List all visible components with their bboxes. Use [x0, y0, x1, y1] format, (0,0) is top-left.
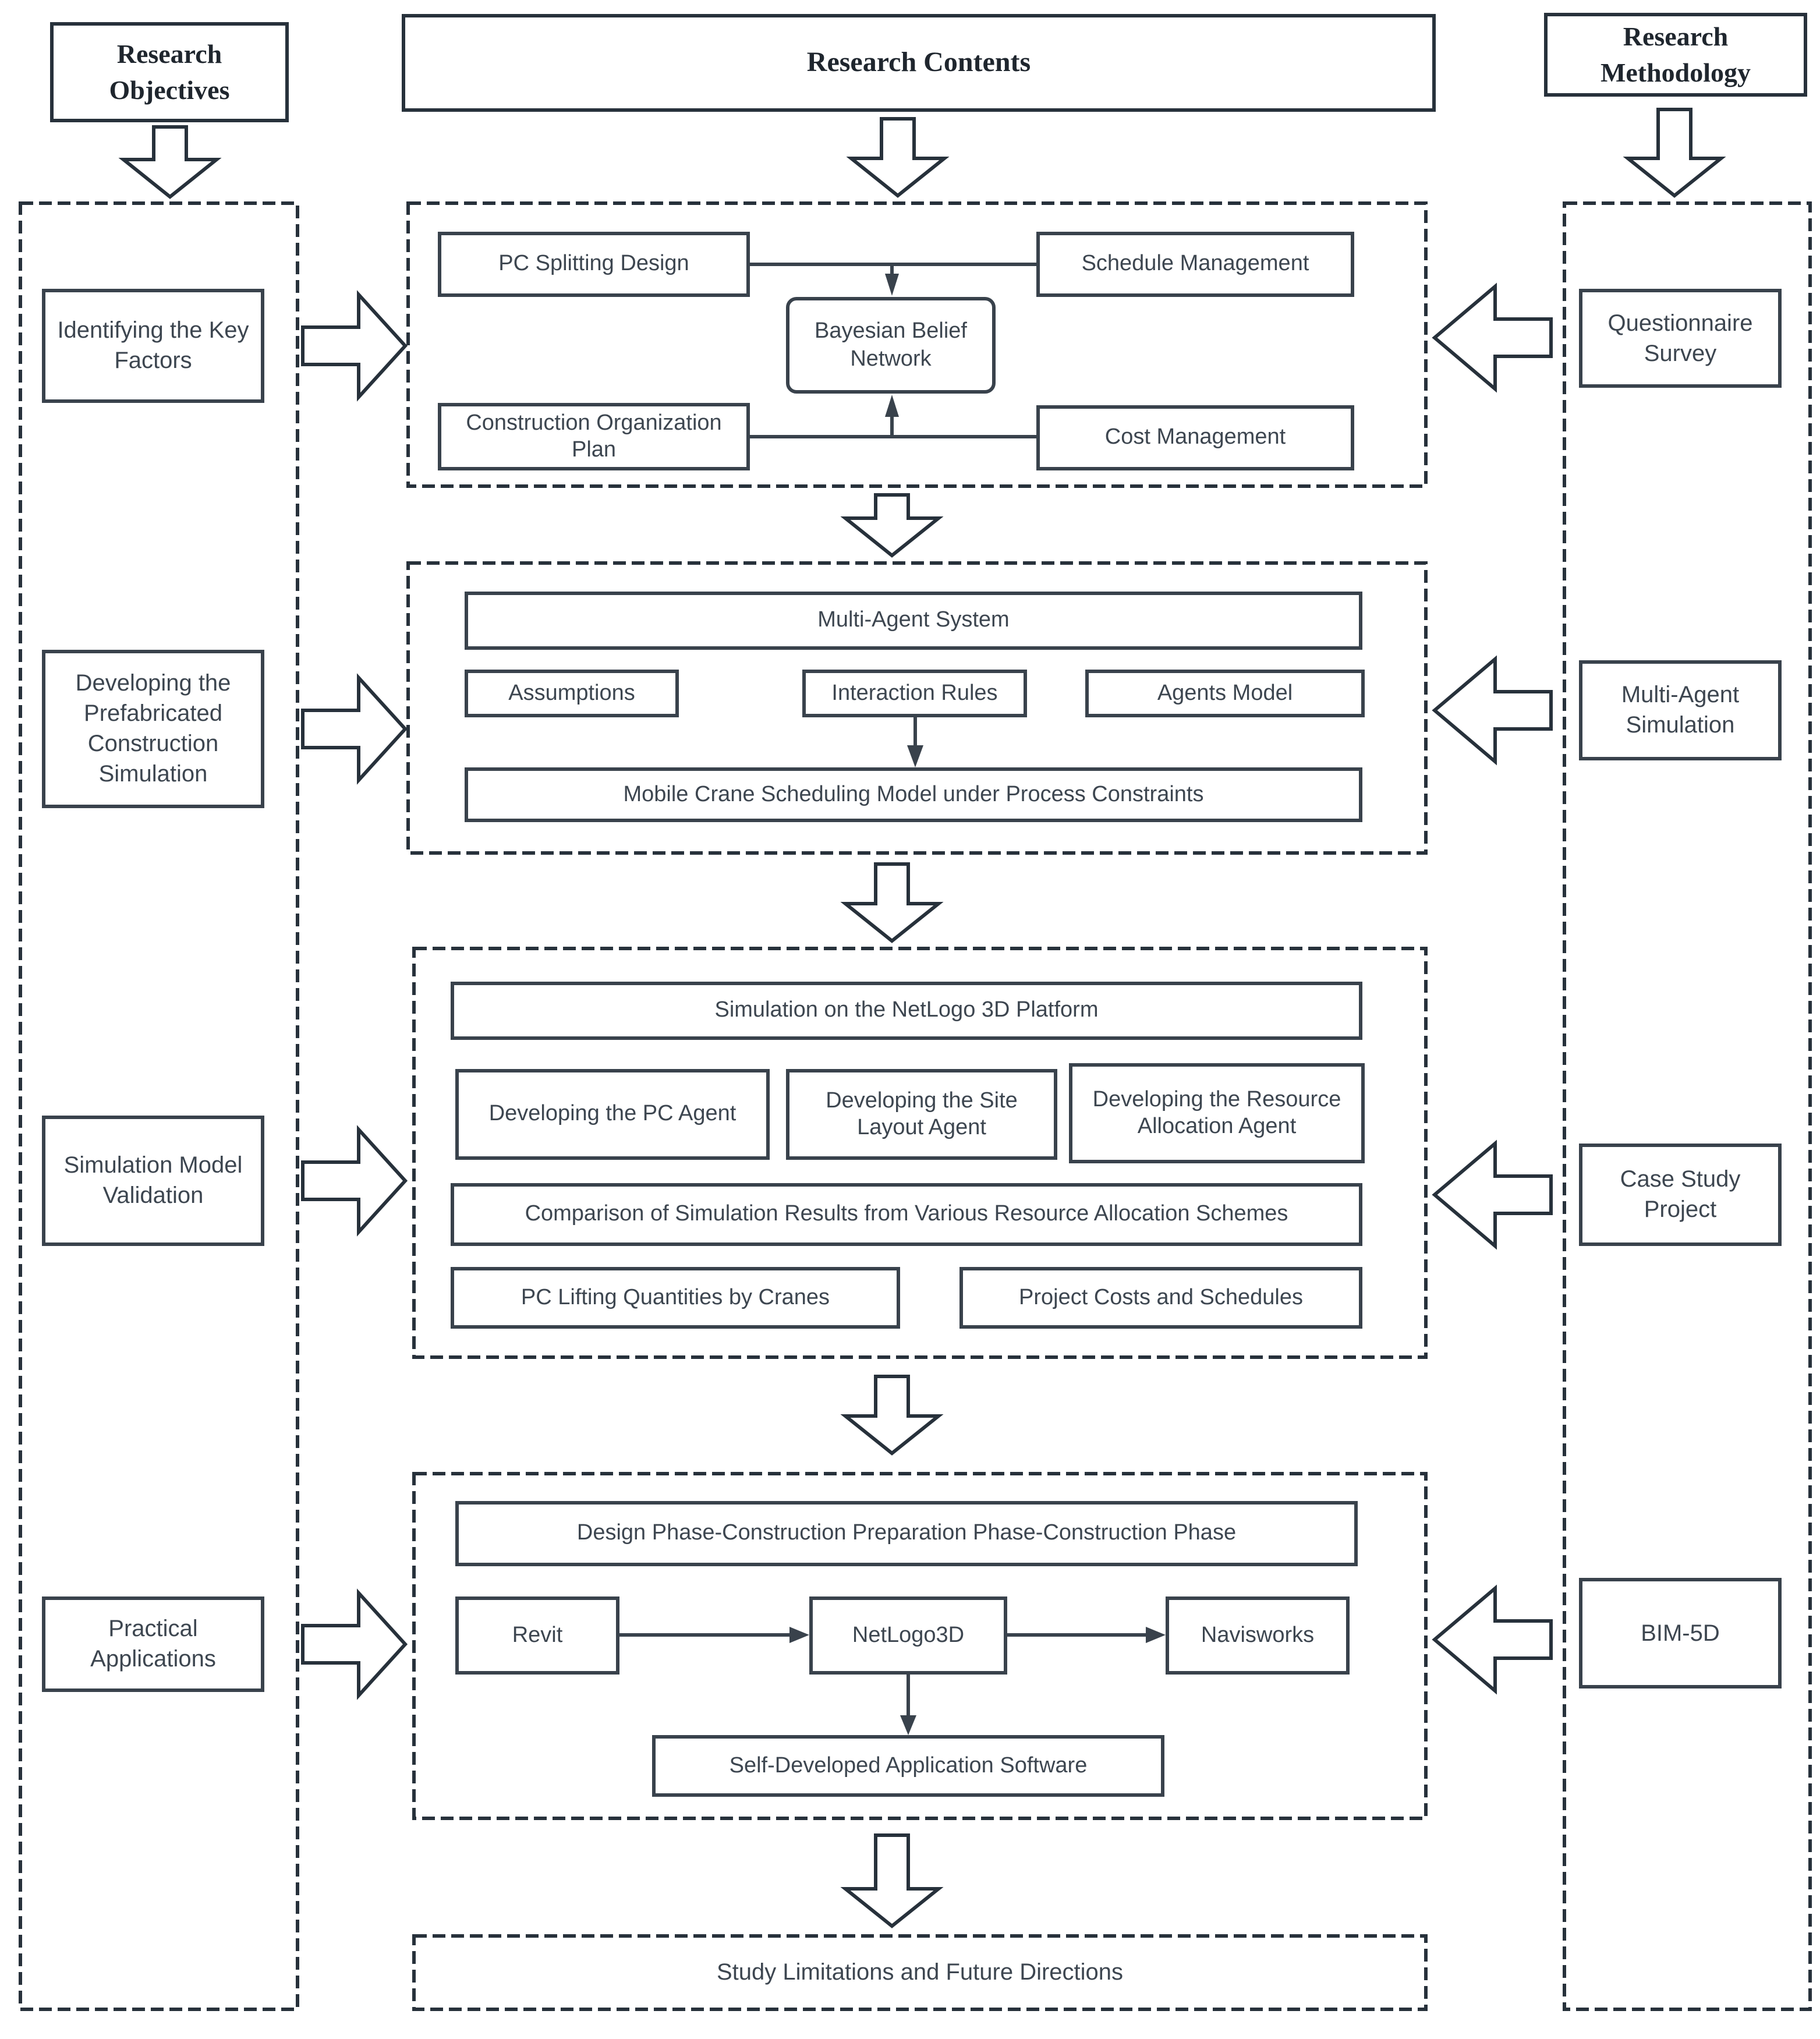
objective-label: Simulation Model Validation [63, 1153, 243, 1209]
node-assumptions: Assumptions [465, 670, 679, 717]
node-developing-pc-agent: Developing the PC Agent [455, 1069, 770, 1160]
node-label: Self-Developed Application Software [729, 1753, 1088, 1778]
node-mobile-crane-scheduling-model: Mobile Crane Scheduling Model under Proc… [465, 767, 1362, 822]
node-construction-organization-plan: Construction Organization Plan [438, 403, 750, 470]
contents-section2-frame [406, 561, 1428, 855]
node-label: PC Lifting Quantities by Cranes [520, 1285, 830, 1310]
section4-connector-lines [619, 1627, 1166, 1735]
header-research-methodology-label: Research Methodology [1600, 22, 1751, 87]
node-label: NetLogo3D [852, 1623, 965, 1648]
node-schedule-management: Schedule Management [1036, 232, 1354, 297]
node-label: Mobile Crane Scheduling Model under Proc… [623, 782, 1204, 807]
down-arrow-icon [840, 862, 944, 943]
method-bim-5d: BIM-5D [1579, 1578, 1782, 1688]
node-label: Bayesian Belief Network [815, 319, 967, 371]
method-label: Multi-Agent Simulation [1621, 682, 1740, 738]
right-arrow-icon [301, 1125, 408, 1237]
node-label: Comparison of Simulation Results from Va… [525, 1202, 1288, 1227]
contents-section5-frame [412, 1934, 1428, 2011]
node-label: Construction Organization Plan [466, 410, 722, 462]
left-arrow-icon [1432, 655, 1553, 766]
node-label: Agents Model [1157, 681, 1293, 706]
node-cost-management: Cost Management [1036, 405, 1354, 470]
contents-section1-frame [406, 201, 1428, 488]
node-label: Assumptions [508, 681, 635, 706]
node-label: Interaction Rules [831, 681, 998, 706]
down-arrow-icon [1623, 108, 1726, 198]
node-label: Multi-Agent System [817, 608, 1010, 633]
node-netlogo3d: NetLogo3D [809, 1596, 1007, 1675]
node-label: Developing the PC Agent [488, 1102, 737, 1127]
down-arrow-icon [846, 117, 950, 198]
objectives-column-frame [19, 201, 299, 2011]
node-comparison-of-simulation-results: Comparison of Simulation Results from Va… [451, 1183, 1362, 1246]
methodology-column-frame [1563, 201, 1812, 2011]
right-arrow-icon [301, 1588, 408, 1700]
contents-section4-frame [412, 1472, 1428, 1820]
node-developing-resource-allocation-agent: Developing the Resource Allocation Agent [1069, 1063, 1365, 1163]
objective-simulation-model-validation: Simulation Model Validation [42, 1116, 264, 1246]
header-research-objectives-label: Research Objectives [109, 39, 230, 105]
left-arrow-icon [1432, 282, 1553, 393]
down-arrow-icon [840, 493, 944, 558]
node-label: Design Phase-Construction Preparation Ph… [576, 1521, 1237, 1546]
method-multi-agent-simulation: Multi-Agent Simulation [1579, 660, 1782, 760]
node-study-limitations: Study Limitations and Future Directions [412, 1934, 1428, 2011]
header-research-methodology: Research Methodology [1544, 13, 1807, 97]
node-interaction-rules: Interaction Rules [802, 670, 1027, 717]
method-questionnaire-survey: Questionnaire Survey [1579, 289, 1782, 388]
node-label: PC Splitting Design [498, 252, 689, 277]
contents-section3-frame [412, 947, 1428, 1359]
method-label: BIM-5D [1641, 1620, 1720, 1646]
down-arrow-icon [840, 1375, 944, 1456]
node-self-developed-application-software: Self-Developed Application Software [652, 1735, 1164, 1797]
objective-practical-applications: Practical Applications [42, 1596, 264, 1692]
down-arrow-icon [840, 1833, 944, 1928]
objective-label: Practical Applications [90, 1616, 216, 1672]
node-label: Study Limitations and Future Directions [716, 1959, 1124, 1985]
node-project-costs-and-schedules: Project Costs and Schedules [959, 1267, 1362, 1329]
node-label: Schedule Management [1081, 252, 1309, 277]
node-bayesian-belief-network: Bayesian Belief Network [786, 297, 996, 394]
section1-connector-lines [750, 263, 1036, 438]
objective-label: Developing the Prefabricated Constructio… [75, 671, 231, 787]
down-arrow-icon [118, 125, 222, 199]
method-label: Case Study Project [1620, 1167, 1741, 1223]
left-arrow-icon [1432, 1584, 1553, 1695]
node-revit: Revit [455, 1596, 619, 1675]
objective-identifying-key-factors: Identifying the Key Factors [42, 289, 264, 403]
node-pc-lifting-quantities: PC Lifting Quantities by Cranes [451, 1267, 900, 1329]
method-label: Questionnaire Survey [1607, 310, 1753, 366]
node-multi-agent-system: Multi-Agent System [465, 592, 1362, 650]
node-label: Navisworks [1201, 1623, 1315, 1648]
header-research-contents-label: Research Contents [806, 47, 1031, 78]
header-research-contents: Research Contents [402, 14, 1436, 112]
node-agents-model: Agents Model [1085, 670, 1365, 717]
node-label: Developing the Resource Allocation Agent [1092, 1087, 1341, 1139]
node-pc-splitting-design: PC Splitting Design [438, 232, 750, 297]
method-case-study-project: Case Study Project [1579, 1144, 1782, 1246]
node-navisworks: Navisworks [1166, 1596, 1350, 1675]
node-developing-site-layout-agent: Developing the Site Layout Agent [786, 1069, 1057, 1160]
node-label: Project Costs and Schedules [1019, 1285, 1303, 1310]
right-arrow-icon [301, 673, 408, 785]
node-label: Revit [512, 1623, 563, 1648]
section2-connector-lines [907, 717, 923, 767]
node-label: Cost Management [1104, 425, 1286, 450]
left-arrow-icon [1432, 1139, 1553, 1250]
objective-label: Identifying the Key Factors [57, 318, 249, 374]
node-project-phases: Design Phase-Construction Preparation Ph… [455, 1501, 1358, 1566]
header-research-objectives: Research Objectives [50, 22, 289, 122]
node-label: Simulation on the NetLogo 3D Platform [714, 998, 1099, 1023]
objective-developing-simulation: Developing the Prefabricated Constructio… [42, 650, 264, 808]
node-netlogo-3d-platform: Simulation on the NetLogo 3D Platform [451, 982, 1362, 1040]
node-label: Developing the Site Layout Agent [826, 1088, 1018, 1140]
right-arrow-icon [301, 290, 408, 402]
